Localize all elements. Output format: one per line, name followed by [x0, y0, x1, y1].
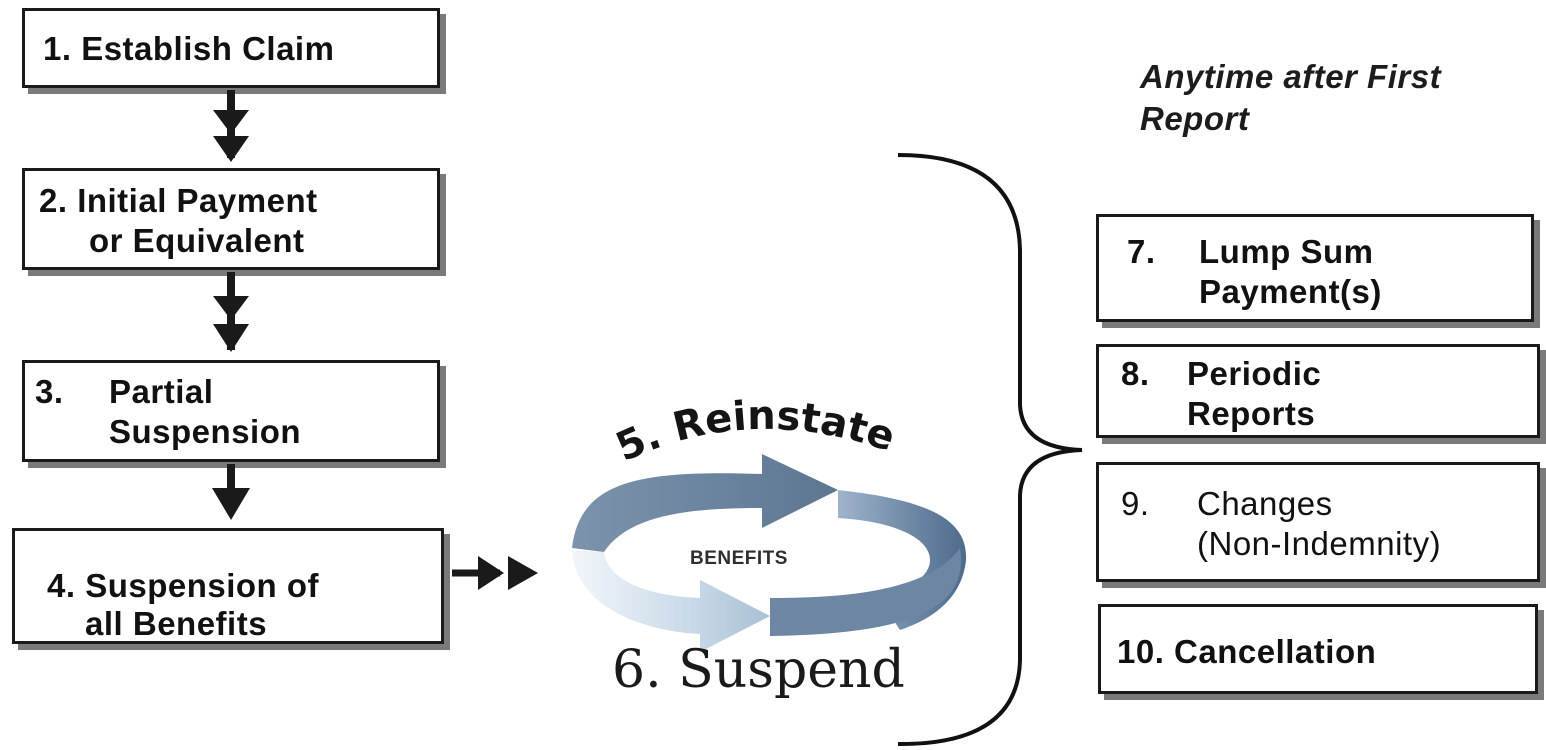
step-8-line-1: Periodic [1187, 355, 1322, 392]
arrow-3-to-4 [212, 464, 250, 520]
step-7-line-1: Lump Sum [1199, 233, 1374, 270]
anytime-heading: Anytime after First Report [1140, 56, 1540, 140]
benefits-center-label: BENEFITS [690, 548, 788, 569]
step-3-number: 3. [35, 373, 64, 410]
step-3-line-1: Partial [109, 373, 214, 410]
curly-brace [897, 153, 1083, 747]
arrow-2-to-3 [213, 272, 249, 352]
anytime-heading-line-1: Anytime after First [1140, 58, 1442, 95]
benefits-cycle: 5. Reinstate [572, 393, 967, 652]
step-2-box: 2. Initial Payment or Equivalent [22, 168, 440, 270]
step-9-number: 9. [1121, 485, 1150, 522]
step-7-number: 7. [1127, 233, 1156, 270]
step-9-line-1: Changes [1197, 485, 1333, 522]
step-8-line-2: Reports [1187, 395, 1316, 432]
suspend-cycle-arrow [572, 550, 770, 652]
step-8-box: 8. Periodic Reports [1096, 344, 1540, 438]
step-4-line-2: all Benefits [85, 605, 268, 642]
step-4-line-1: 4. Suspension of [47, 567, 320, 604]
step-4-box: 4. Suspension of all Benefits [12, 528, 444, 644]
reinstate-label-text: 5. Reinstate [609, 393, 900, 471]
step-10-box: 10. Cancellation [1098, 604, 1538, 694]
step-9-box: 9. Changes (Non-Indemnity) [1096, 462, 1540, 582]
step-9-line-2: (Non-Indemnity) [1197, 525, 1442, 562]
arrow-1-to-2 [213, 90, 249, 162]
reinstate-cycle-arrow [572, 454, 838, 552]
step-8-number: 8. [1121, 355, 1150, 392]
step-1-box: 1. Establish Claim [22, 8, 440, 88]
step-2-line-2: or Equivalent [89, 222, 305, 259]
step-3-box: 3. Partial Suspension [22, 360, 440, 462]
reinstate-label: 5. Reinstate [609, 393, 900, 471]
step-10-label: 10. Cancellation [1117, 633, 1377, 670]
step-3-line-2: Suspension [109, 413, 302, 450]
suspend-cycle-tail [770, 548, 961, 636]
step-7-box: 7. Lump Sum Payment(s) [1096, 214, 1534, 322]
step-2-line-1: 2. Initial Payment [39, 182, 318, 219]
arrow-4-to-cycle [452, 556, 538, 590]
step-1-label: 1. Establish Claim [43, 30, 335, 67]
suspend-label: 6. Suspend [612, 640, 905, 700]
anytime-heading-line-2: Report [1140, 100, 1250, 137]
step-7-line-2: Payment(s) [1199, 273, 1382, 310]
